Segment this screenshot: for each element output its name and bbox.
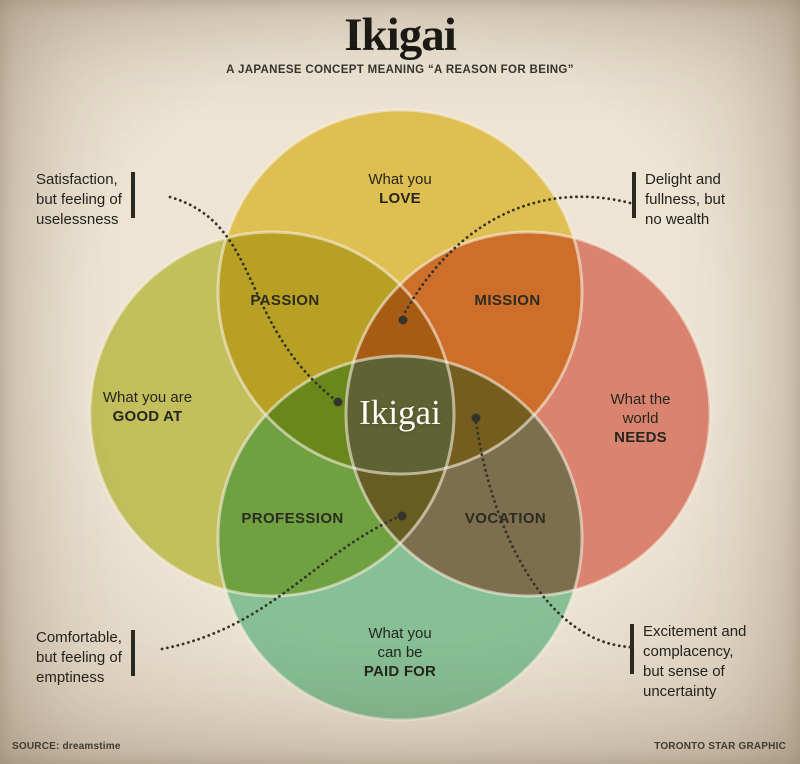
label-what-you-love: What you LOVE [320,170,480,208]
label-what-you-are-good-at: What you are GOOD AT [80,388,215,426]
label-what-the-world-needs: What the world NEEDS [578,390,703,447]
label-line: What you are [102,389,193,406]
graphic-credit: TORONTO STAR GRAPHIC [654,741,786,752]
leader-line-top-right [401,195,632,318]
leader-line-bottom-right [474,420,632,649]
label-vocation: VOCATION [464,510,547,527]
label-line-bold: PAID FOR [363,663,437,680]
annotation-line: Delight and [645,171,721,188]
leader-end-bar [632,172,636,218]
page-title: Ikigai [344,9,457,61]
annotation-line: but feeling of [36,191,122,208]
leader-end-bar [130,172,135,218]
label-what-you-can-be-paid-for: What you can be PAID FOR [330,624,470,681]
label-passion: PASSION [250,292,320,309]
annotation-line: Comfortable, [36,629,122,646]
leader-line-top-left [168,195,336,401]
leader-line-bottom-left [160,515,400,651]
source-credit: SOURCE: dreamstime [12,741,121,752]
annotation-bottom-left: Comfortable, but feeling of emptiness [36,628,135,688]
label-line-bold: NEEDS [614,429,667,446]
circle-outlines [88,108,712,722]
label-profession: PROFESSION [241,510,344,527]
annotation-text: Delight and fullness, but no wealth [645,170,725,230]
annotation-bottom-right: Excitement and complacency, but sense of… [630,622,746,702]
leader-dot-bottom [397,511,407,521]
center-ikigai-label: Ikigai [359,393,441,432]
annotation-text: Comfortable, but feeling of emptiness [36,628,122,688]
label-line-bold: LOVE [379,190,421,207]
annotation-line: but feeling of [36,649,122,666]
label-line: can be [377,644,423,661]
annotation-line: but sense of [643,663,725,680]
annotation-line: emptiness [36,669,105,686]
leader-dots [333,315,481,521]
leader-lines [160,195,632,651]
page-subtitle: A JAPANESE CONCEPT MEANING “A REASON FOR… [226,64,574,76]
label-line: What the [610,391,671,408]
annotation-top-right: Delight and fullness, but no wealth [632,170,725,230]
circle-paid-for [218,356,582,720]
annotation-line: Excitement and [643,623,747,640]
annotation-top-left: Satisfaction, but feeling of uselessness [36,170,135,230]
leader-end-bar [630,624,634,674]
label-line: world [622,410,659,427]
venn-circles [90,110,710,720]
annotation-text: Satisfaction, but feeling of uselessness [36,170,122,230]
label-line-bold: GOOD AT [112,408,183,425]
annotation-line: fullness, but [645,191,726,208]
annotation-line: uselessness [36,211,119,228]
annotation-line: Satisfaction, [36,171,118,188]
annotation-line: no wealth [645,211,710,228]
leader-end-bar [130,630,135,676]
annotation-line: uncertainty [643,683,717,700]
annotation-text: Excitement and complacency, but sense of… [643,622,746,702]
label-mission: MISSION [474,292,541,309]
label-line: What you [368,625,432,642]
leader-dot-right [471,413,481,423]
leader-dot-top [398,315,408,325]
leader-dot-left [333,397,343,407]
annotation-line: complacency, [643,643,734,660]
label-line: What you [368,171,432,188]
